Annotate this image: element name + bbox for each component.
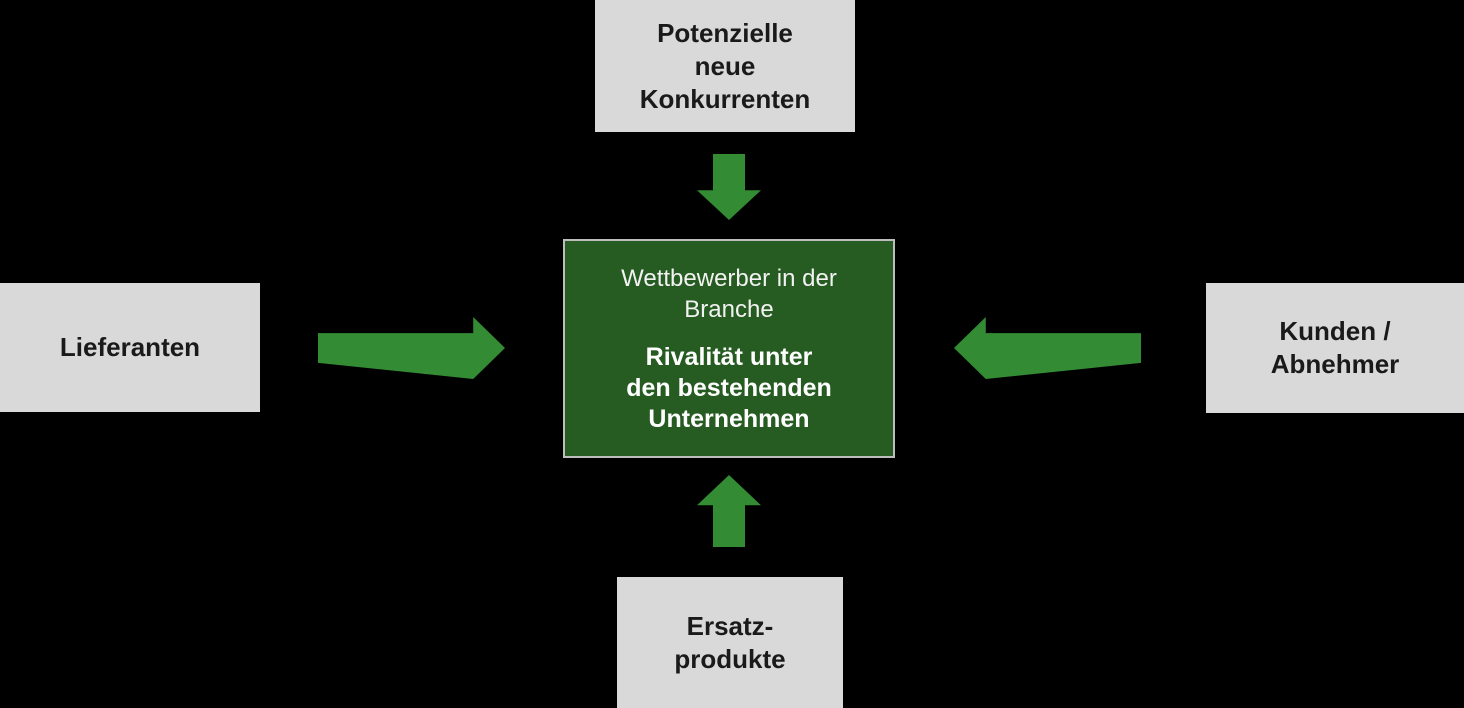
arrow-left-icon bbox=[954, 317, 1141, 379]
node-substitutes: Ersatz- produkte bbox=[617, 577, 843, 708]
node-suppliers: Lieferanten bbox=[0, 283, 260, 412]
node-buyers-label: Kunden / Abnehmer bbox=[1270, 316, 1400, 379]
arrow-down-icon bbox=[697, 154, 761, 220]
arrow-up-icon bbox=[697, 475, 761, 547]
center-box-rivalry: Wettbewerber in der Branche Rivalität un… bbox=[563, 239, 895, 458]
node-new-entrants-label: Potenzielle neue Konkurrenten bbox=[639, 17, 811, 114]
center-heading: Wettbewerber in der Branche bbox=[621, 264, 837, 323]
node-suppliers-label: Lieferanten bbox=[59, 332, 201, 362]
node-new-entrants: Potenzielle neue Konkurrenten bbox=[595, 0, 855, 132]
node-buyers: Kunden / Abnehmer bbox=[1206, 283, 1464, 413]
center-subheading: Rivalität unter den bestehenden Unterneh… bbox=[626, 342, 832, 433]
arrow-right-icon bbox=[318, 317, 505, 379]
node-substitutes-label: Ersatz- produkte bbox=[674, 610, 786, 674]
